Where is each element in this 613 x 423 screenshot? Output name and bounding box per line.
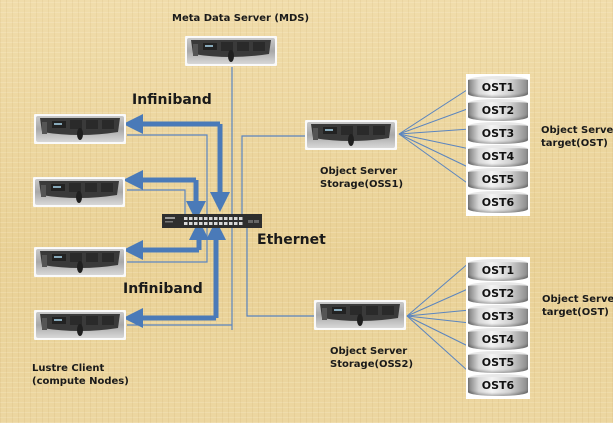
oss2-ost5-link [406, 315, 477, 351]
mds-label: Meta Data Server (MDS) [172, 13, 310, 24]
ethernet-line-client1 [127, 134, 208, 220]
ethernet-line-oss1 [241, 135, 305, 220]
rack-server-icon [34, 310, 126, 340]
ost1-label-line1: Object Server [541, 125, 613, 136]
ost2-label-line2: target(OST) [542, 307, 609, 318]
clients-label-line1: Lustre Client [32, 363, 105, 374]
rack-server-icon [33, 177, 125, 207]
oss1-ost5-link [398, 133, 471, 169]
oss1-label: Object Server Storage(OSS1) [320, 165, 403, 191]
rack-server-icon [305, 120, 397, 150]
ost-disk[interactable]: OST3 [468, 122, 528, 144]
ost-disk[interactable]: OST2 [468, 282, 528, 304]
ost-disk[interactable]: OST5 [468, 168, 528, 190]
oss1-ost1-link [398, 87, 471, 135]
oss1-ost6-link [398, 133, 478, 191]
ost-disk[interactable]: OST1 [468, 259, 528, 281]
ost-disk[interactable]: OST1 [468, 76, 528, 98]
client-server-1[interactable] [34, 114, 126, 144]
oss2-ost3-link [406, 309, 471, 317]
ost2-label-line1: Object Server [542, 294, 613, 305]
mds-server[interactable] [185, 36, 277, 66]
network-switch[interactable] [162, 213, 262, 232]
ost2-label: Object Server target(OST) [542, 293, 613, 319]
infiniband-label-top: Infiniband [132, 92, 212, 108]
client-server-2[interactable] [33, 177, 125, 207]
ost-stack-oss1: OST1 OST2 OST3 OST4 OST5 OST6 [466, 74, 530, 216]
rack-server-icon [314, 300, 406, 330]
infiniband-label-bottom: Infiniband [123, 281, 203, 297]
ethernet-line-client2 [127, 189, 186, 220]
client-server-4[interactable] [34, 310, 126, 340]
ost1-label: Object Server target(OST) [541, 124, 613, 150]
ost-disk[interactable]: OST6 [468, 374, 528, 396]
ethernet-label: Ethernet [257, 232, 326, 248]
rack-server-icon [185, 36, 277, 66]
oss2-label: Object Server Storage(OSS2) [330, 345, 413, 371]
oss1-ost2-link [398, 107, 471, 135]
ost-disk[interactable]: OST4 [468, 328, 528, 350]
oss2-ost2-link [406, 287, 471, 317]
client-server-3[interactable] [34, 247, 126, 277]
oss2-label-line2: Storage(OSS2) [330, 359, 414, 370]
network-switch-icon [162, 214, 262, 228]
clients-label: Lustre Client (compute Nodes) [32, 362, 129, 388]
ost-disk[interactable]: OST5 [468, 351, 528, 373]
oss1-server[interactable] [305, 120, 397, 150]
ost-disk[interactable]: OST2 [468, 99, 528, 121]
oss2-ost4-link [406, 315, 471, 324]
clients-label-line2: (compute Nodes) [32, 376, 129, 387]
oss1-ost3-link [398, 128, 471, 135]
oss2-server[interactable] [314, 300, 406, 330]
oss1-label-line2: Storage(OSS1) [320, 179, 404, 190]
ost-disk[interactable]: OST6 [468, 191, 528, 213]
ost-stack-oss2: OST1 OST2 OST3 OST4 OST5 OST6 [466, 257, 530, 399]
ost-disk[interactable]: OST4 [468, 145, 528, 167]
rack-server-icon [34, 114, 126, 144]
rack-server-icon [34, 247, 126, 277]
oss2-label-line1: Object Server [330, 346, 408, 357]
ethernet-line-oss2 [246, 222, 314, 317]
oss2-ost1-link [406, 261, 471, 317]
ost1-label-line2: target(OST) [541, 138, 608, 149]
oss1-label-line1: Object Server [320, 166, 398, 177]
oss1-ost4-link [398, 133, 471, 150]
ost-disk[interactable]: OST3 [468, 305, 528, 327]
